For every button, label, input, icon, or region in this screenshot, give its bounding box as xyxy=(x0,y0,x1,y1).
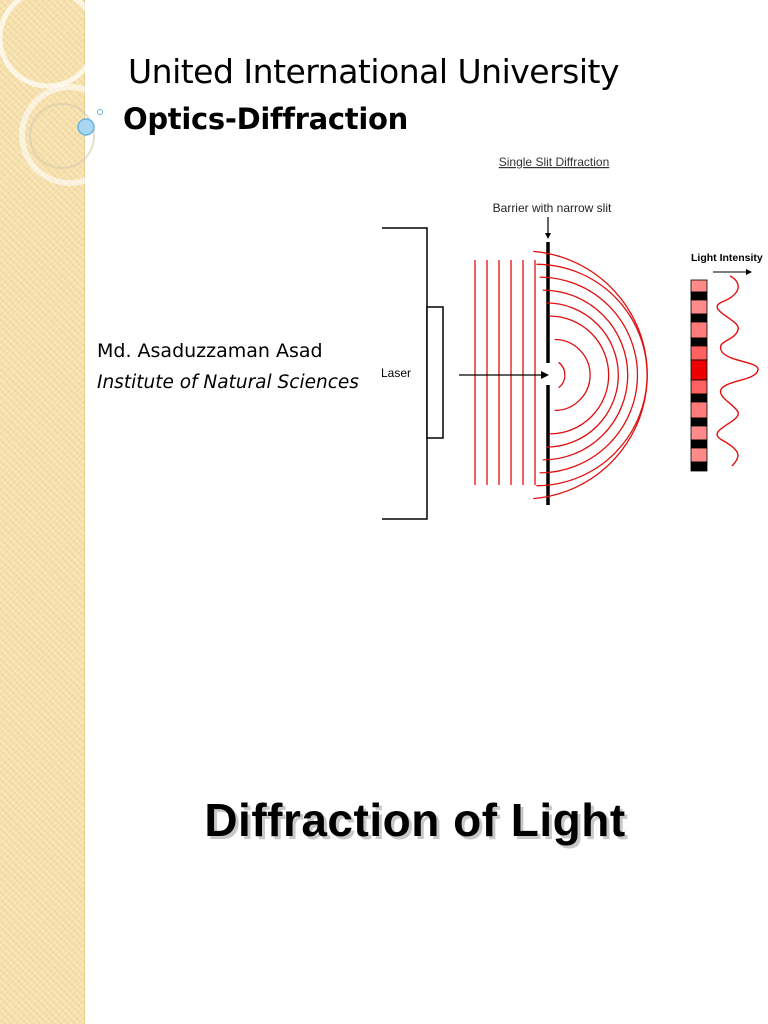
single-slit-diagram: Single Slit Diffraction Barrier with nar… xyxy=(381,155,763,520)
circular-wave xyxy=(536,263,648,487)
figure-title: Single Slit Diffraction xyxy=(499,155,610,169)
beam-arrow-head xyxy=(541,371,549,379)
fringe-central-peak xyxy=(690,359,708,381)
deco-bubble-small xyxy=(97,109,103,115)
diffracted-wavefronts xyxy=(533,250,648,500)
circular-wave xyxy=(533,250,648,500)
fringe-central-outer xyxy=(690,379,708,395)
fringe-dark xyxy=(690,393,708,403)
decorative-circles xyxy=(0,0,121,186)
presentation-title: Diffraction of Light xyxy=(204,794,626,846)
fringe-bright xyxy=(690,401,708,419)
fringe-central-outer xyxy=(690,345,708,361)
university-name: United International University xyxy=(128,52,620,91)
circular-wave xyxy=(546,302,619,448)
circular-wave xyxy=(554,338,591,412)
intensity-arrow-head xyxy=(746,269,752,275)
intensity-curve xyxy=(716,275,759,467)
fringe-dark xyxy=(690,461,708,472)
deco-ring-large xyxy=(0,0,99,89)
fringe-bright xyxy=(690,299,708,315)
fringe-dark xyxy=(690,313,708,323)
deco-ring-medium xyxy=(19,84,121,186)
plane-wavefronts xyxy=(474,260,536,485)
fringe-dark xyxy=(690,291,708,301)
fringe-pattern xyxy=(690,279,708,472)
deco-ring-small xyxy=(29,103,95,169)
course-subject: Optics-Diffraction xyxy=(123,102,408,136)
fringe-bright xyxy=(690,321,708,339)
fringe-dark xyxy=(690,439,708,449)
laser-label: Laser xyxy=(381,366,411,380)
fringe-dark xyxy=(690,337,708,347)
barrier-label: Barrier with narrow slit xyxy=(493,201,612,215)
circular-wave xyxy=(549,315,610,435)
fringe-bright xyxy=(690,279,708,293)
circular-wave xyxy=(539,276,639,474)
fringe-bright xyxy=(690,447,708,463)
circular-wave xyxy=(542,289,629,461)
deco-bubble xyxy=(77,118,95,136)
author-name: Md. Asaduzzaman Asad xyxy=(97,340,323,362)
fringe-bright xyxy=(690,425,708,441)
laser-emitter xyxy=(426,306,444,439)
intensity-label: Light Intensity xyxy=(691,252,763,264)
author-institute: Institute of Natural Sciences xyxy=(97,372,359,393)
fringe-dark xyxy=(690,417,708,427)
barrier-pointer-head xyxy=(545,233,551,239)
circular-wave xyxy=(558,361,566,389)
